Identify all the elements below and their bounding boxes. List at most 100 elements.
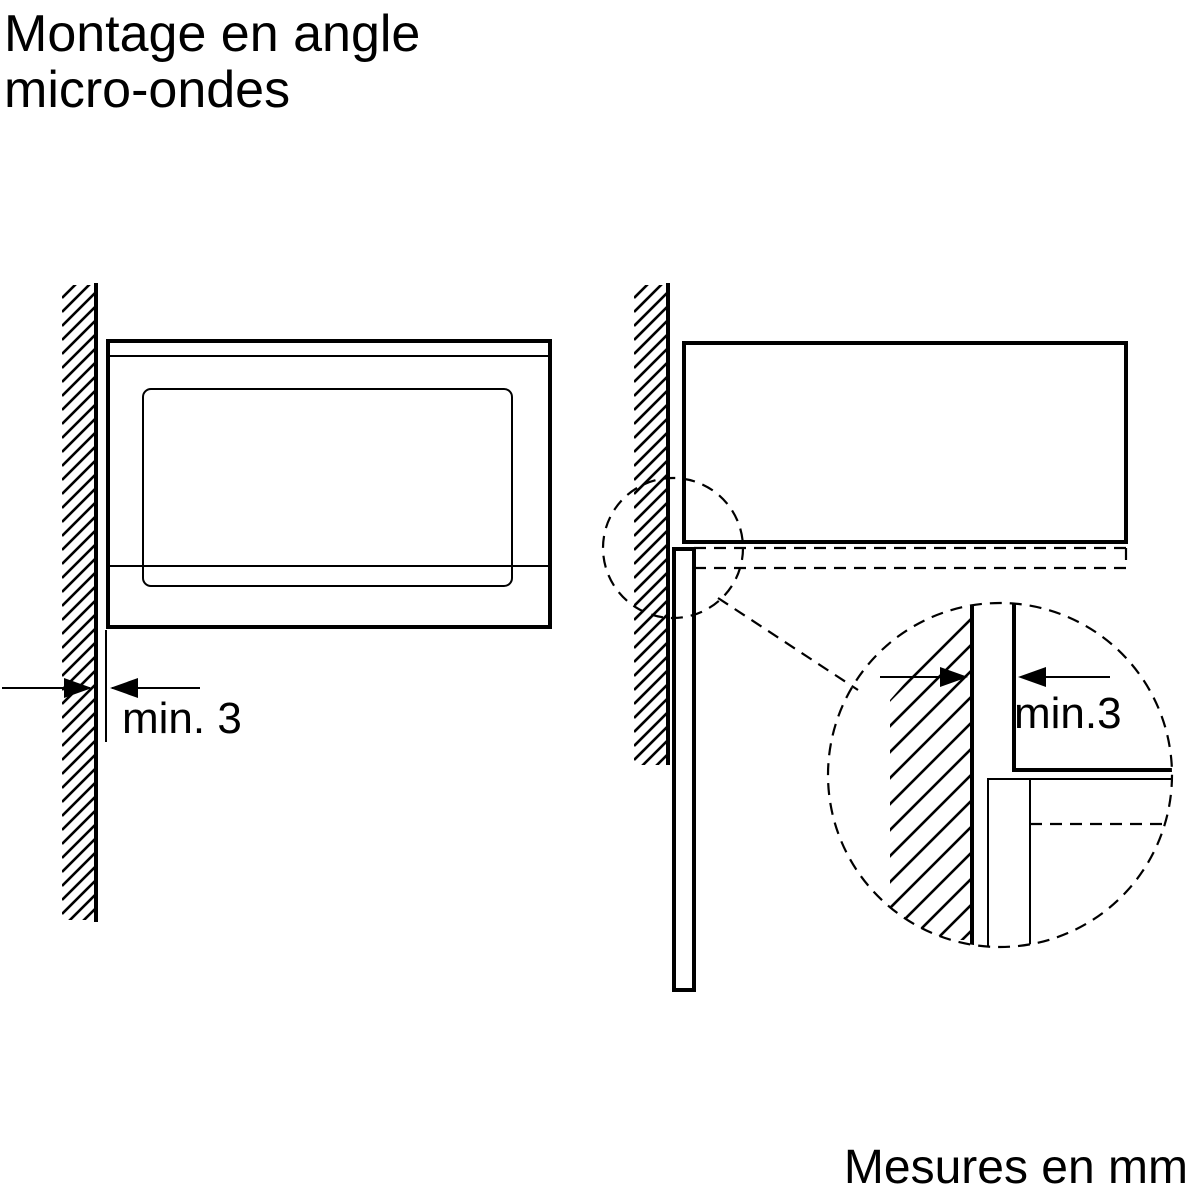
hatch-line: [634, 445, 668, 481]
hatch-line: [890, 903, 972, 940]
hatch-line: [62, 641, 96, 677]
hatch-line: [634, 683, 668, 719]
hatch-line: [62, 879, 96, 915]
diagram-title-line-1: Montage en angle: [4, 5, 421, 63]
hatch-line: [62, 417, 96, 453]
hatch-line: [68, 893, 96, 920]
hatch-line: [890, 929, 972, 940]
hatch-line: [62, 613, 96, 649]
hatch-line: [634, 333, 668, 369]
hatch-line: [634, 768, 668, 802]
hatch-line: [62, 473, 96, 509]
hatch-line: [641, 739, 668, 765]
hatch-line: [62, 851, 96, 887]
hatch-line: [62, 487, 96, 523]
hatch-line: [634, 543, 668, 579]
hatch-line: [634, 557, 668, 593]
hatch-line: [62, 501, 96, 537]
hatch-line: [62, 389, 96, 425]
hatch-line: [634, 285, 649, 299]
hatch-line: [890, 643, 972, 737]
hatch-line: [62, 809, 96, 845]
hatch-line: [62, 571, 96, 607]
hatch-line: [62, 285, 91, 313]
hatch-line: [890, 617, 972, 711]
hatch-line: [634, 711, 668, 747]
hatch-line: [82, 907, 96, 920]
hatch-line: [634, 250, 668, 284]
hatch-line: [62, 725, 96, 761]
hatch-line: [62, 361, 96, 397]
hatch-line: [62, 781, 96, 817]
detail-view: [826, 601, 1174, 949]
hatch-line: [62, 823, 96, 859]
hatch-line: [62, 585, 96, 621]
hatch-line: [634, 515, 668, 551]
detail-min-clearance-label: min.3: [1014, 689, 1122, 738]
detail-marker: [601, 476, 859, 691]
right-microwave-side: [672, 341, 1128, 992]
units-note: Mesures en mm: [843, 1141, 1188, 1194]
hatch-line: [62, 431, 96, 467]
hatch-line: [62, 347, 96, 383]
left-wall: [62, 283, 98, 922]
hatch-line: [62, 683, 96, 719]
hatch-line: [62, 557, 96, 593]
hatch-line: [634, 599, 668, 635]
hatch-line: [634, 389, 668, 425]
hatch-line: [634, 585, 668, 621]
hatch-line: [62, 767, 96, 803]
hatch-line: [62, 543, 96, 579]
hatch-line: [634, 725, 668, 761]
hatch-line: [634, 529, 668, 565]
hatch-line: [634, 319, 668, 355]
hatch-line: [62, 529, 96, 565]
hatch-line: [634, 417, 668, 453]
hatch-line: [634, 613, 668, 649]
hatch-line: [890, 825, 972, 919]
hatch-line: [62, 865, 96, 901]
hatch-line: [634, 291, 668, 327]
hatch-line: [634, 375, 668, 411]
hatch-line: [634, 669, 668, 705]
hatch-line: [634, 305, 668, 341]
right-wall-hatching: [634, 250, 668, 802]
hatch-line: [62, 837, 96, 873]
hatch-line: [634, 361, 668, 397]
hatch-line: [890, 799, 972, 893]
hatch-line: [634, 347, 668, 383]
hatch-line: [890, 695, 972, 789]
detail-wall-hatching: [890, 607, 972, 940]
hatch-line: [62, 697, 96, 733]
hatch-line: [634, 431, 668, 467]
hatch-line: [890, 607, 972, 659]
hatch-line: [634, 473, 668, 509]
hatch-line: [62, 739, 96, 775]
left-wall-hatching: [62, 285, 96, 920]
right-wall: [634, 250, 670, 802]
hatch-line: [890, 607, 972, 633]
hatch-line: [634, 571, 668, 607]
hatch-line: [890, 747, 972, 841]
hatch-line: [634, 655, 668, 691]
hatch-line: [62, 599, 96, 635]
hatch-line: [634, 697, 668, 733]
hatch-line: [634, 487, 668, 523]
hatch-line: [634, 403, 668, 439]
hatch-line: [62, 795, 96, 831]
hatch-line: [62, 445, 96, 481]
hatch-line: [62, 285, 77, 299]
hatch-line: [62, 753, 96, 789]
hatch-line: [890, 607, 972, 685]
hatch-line: [62, 375, 96, 411]
left-dimension: [2, 630, 200, 742]
hatch-line: [62, 515, 96, 551]
hatch-line: [890, 773, 972, 867]
hatch-line: [655, 753, 668, 765]
hatch-line: [62, 305, 96, 341]
hatch-line: [62, 459, 96, 495]
hatch-line: [634, 627, 668, 663]
hatch-line: [890, 721, 972, 815]
hatch-line: [634, 459, 668, 495]
